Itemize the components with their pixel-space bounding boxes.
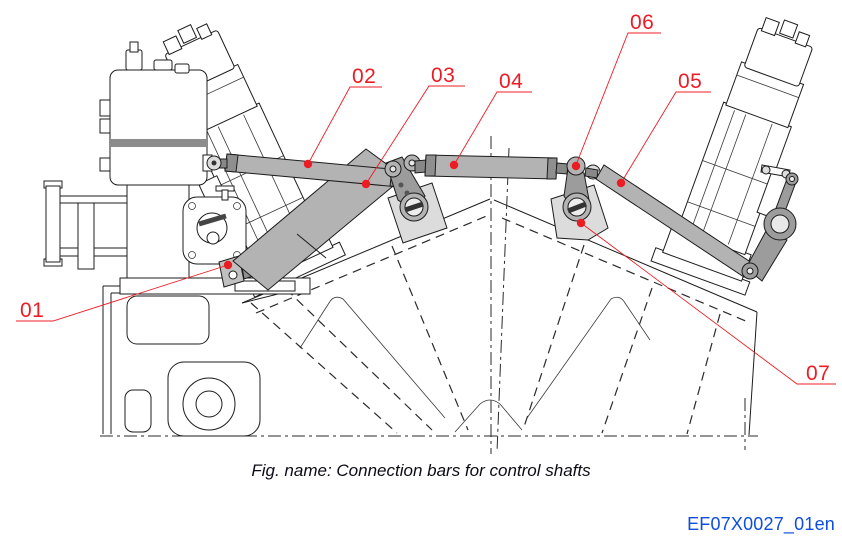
callout-03-dot	[361, 179, 371, 189]
governor-body	[109, 69, 208, 186]
callout-05-leader	[620, 91, 711, 184]
callout-03: 03	[361, 64, 465, 189]
callout-03-leader	[365, 85, 465, 185]
callout-01-dot	[223, 260, 233, 270]
right-shaft-slot	[567, 201, 587, 214]
callout-01-leader	[16, 264, 229, 322]
callout-06: 06	[571, 11, 661, 171]
drive-housing	[126, 177, 190, 279]
left-liner-inner	[285, 288, 433, 431]
left-deck-dashed	[255, 214, 490, 314]
figure-caption: Fig. name: Connection bars for control s…	[251, 461, 591, 480]
callout-04: 04	[449, 70, 532, 170]
callout-06-leader	[575, 32, 661, 166]
breather-cap	[125, 49, 143, 71]
callout-07-leader	[580, 222, 836, 385]
block-right-edge	[748, 311, 758, 436]
callout-05-dot	[616, 178, 626, 188]
callout-04-dot	[449, 160, 459, 170]
left-shaft-lever	[384, 154, 448, 244]
callout-07: 07	[576, 218, 836, 385]
right-shaft-lever	[550, 156, 609, 241]
callout-04-label: 04	[499, 70, 523, 93]
document-id: EF07X0027_01en	[687, 514, 835, 534]
mount-flange-plate	[45, 185, 61, 263]
connection-bar-04	[414, 154, 569, 180]
bore-centerline	[496, 147, 510, 453]
callout-02-leader	[307, 86, 382, 165]
bell-crank	[741, 164, 799, 282]
callout-07-label: 07	[806, 362, 830, 385]
callout-04-leader	[453, 91, 532, 166]
callout-05-label: 05	[678, 70, 702, 93]
camshaft-bore-inner	[195, 390, 223, 418]
callouts: 01 02 03 04 05 06 07	[16, 11, 836, 385]
pump-shaft-slot	[198, 213, 227, 227]
left-liner-outer	[250, 302, 398, 434]
callout-01-label: 01	[20, 299, 44, 322]
mount-bracket	[77, 202, 95, 270]
left-pocket-outline	[299, 296, 446, 419]
callout-06-label: 06	[630, 11, 654, 34]
governor-actuator-unit	[43, 41, 311, 295]
callout-03-label: 03	[431, 64, 455, 87]
base-cutout-lower	[124, 389, 152, 433]
right-bore-line	[522, 244, 585, 431]
callout-06-dot	[571, 161, 581, 171]
callout-02-dot	[303, 159, 313, 169]
callout-05: 05	[616, 70, 711, 188]
callout-02: 02	[303, 65, 382, 169]
left-bore-line	[391, 245, 469, 431]
engine-block	[100, 136, 758, 454]
control-linkage	[202, 148, 799, 291]
right-cylinder-bank	[650, 16, 813, 296]
right-pocket-outline	[526, 296, 651, 419]
callout-01: 01	[16, 260, 233, 322]
left-shaft-slot	[404, 201, 424, 213]
base-cutout-upper	[126, 295, 210, 345]
left-base-casting	[102, 285, 311, 437]
right-liner-inner	[601, 287, 653, 434]
callout-02-label: 02	[352, 65, 376, 88]
center-pocket-outline	[454, 399, 523, 433]
governor-band	[110, 139, 207, 147]
callout-07-dot	[576, 218, 586, 228]
right-liner-outer	[686, 313, 721, 435]
